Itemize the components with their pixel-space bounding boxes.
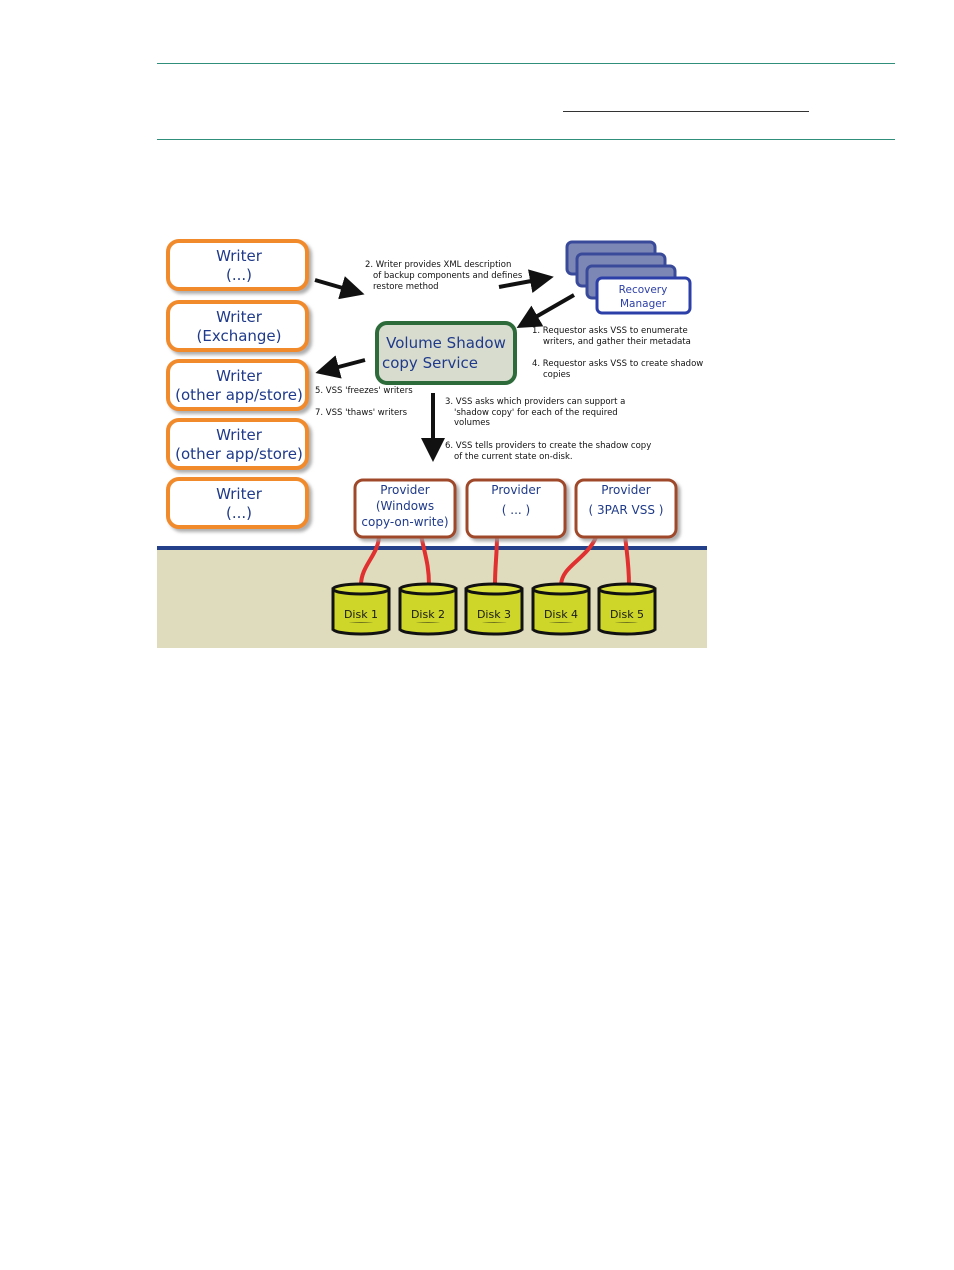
disk-5: [597, 582, 657, 636]
provider-1-line1: Provider: [380, 483, 429, 497]
step7-note: 7. VSS 'thaws' writers: [315, 408, 408, 418]
provider-1-line2: (Windows: [376, 499, 434, 513]
provider-3-line2: ( 3PAR VSS ): [589, 503, 664, 517]
recovery-manager-box: [595, 276, 692, 315]
writer-5: [166, 477, 309, 529]
step2-note-line1: 2. Writer provides XML description: [365, 260, 511, 270]
provider-3: [574, 478, 678, 539]
writer-2-title: Writer: [216, 308, 263, 326]
cable-provider2-disk3: [493, 534, 499, 586]
disk-4: [531, 582, 591, 636]
disk-1: [331, 582, 391, 636]
writer-5-title: Writer: [216, 485, 263, 503]
provider-3-line1: Provider: [601, 483, 650, 497]
provider-2-line1: Provider: [491, 483, 540, 497]
arrow-writer-to-manager-a: [314, 276, 365, 300]
step4-note-line2: copies: [543, 370, 571, 380]
writer-4-subtitle: (other app/store): [175, 445, 303, 463]
vss-title-line2: copy Service: [382, 354, 478, 372]
step2-note-line3: restore method: [373, 282, 439, 292]
arrow-writer-to-manager-b: [498, 269, 554, 293]
step1-note-line1: 1. Requestor asks VSS to enumerate: [532, 326, 688, 336]
header-link-underline: [563, 111, 809, 112]
vss-box: [375, 321, 517, 385]
writer-2-subtitle: (Exchange): [197, 327, 282, 345]
storage-divider: [157, 546, 707, 550]
step3-note-line1: 3. VSS asks which providers can support …: [445, 397, 625, 407]
disk-3-label: Disk 3: [477, 608, 511, 621]
writer-1: [166, 239, 309, 291]
writer-3-title: Writer: [216, 367, 263, 385]
step6-note-line1: 6. VSS tells providers to create the sha…: [445, 441, 651, 451]
disk-5-label: Disk 5: [610, 608, 644, 621]
recovery-manager-line2: Manager: [620, 298, 667, 310]
provider-2: [465, 478, 567, 539]
writer-5-subtitle: (...): [226, 504, 252, 522]
step6-note-line2: of the current state on-disk.: [454, 452, 573, 462]
disk-2-label: Disk 2: [411, 608, 445, 621]
provider-1-line3: copy-on-write): [361, 515, 448, 529]
writer-3-subtitle: (other app/store): [175, 386, 303, 404]
cable-provider3-disk5: [623, 534, 631, 586]
step4-note-line1: 4. Requestor asks VSS to create shadow: [532, 359, 703, 369]
step5-note: 5. VSS 'freezes' writers: [315, 386, 413, 396]
vss-architecture-diagram: Writer (...) Writer (Exchange) Writer (o…: [157, 239, 707, 648]
header-rule-bottom: [157, 139, 895, 140]
provider-1: [353, 478, 457, 539]
provider-2-line2: ( ... ): [502, 503, 530, 517]
arrow-vss-to-writers: [315, 355, 366, 379]
step3-note-line2: 'shadow copy' for each of the required: [454, 408, 618, 418]
writer-1-title: Writer: [216, 247, 263, 265]
writer-1-subtitle: (...): [226, 266, 252, 284]
header-rule-top: [157, 63, 895, 64]
recovery-manager-line1: Recovery: [619, 284, 668, 296]
arrow-manager-to-vss: [516, 293, 575, 328]
writer-3: [166, 359, 309, 411]
step3-note-line3: volumes: [454, 418, 490, 428]
disk-3: [464, 582, 524, 636]
writer-4: [166, 418, 309, 470]
vss-title-line1: Volume Shadow: [386, 334, 506, 352]
cable-provider3-disk4: [559, 534, 599, 586]
writer-4-title: Writer: [216, 426, 263, 444]
step1-note-line2: writers, and gather their metadata: [543, 337, 691, 347]
disk-1-label: Disk 1: [344, 608, 378, 621]
cable-provider1-disk2: [419, 534, 431, 586]
writer-2: [166, 300, 309, 352]
cable-provider1-disk1: [359, 534, 381, 586]
disk-4-label: Disk 4: [544, 608, 578, 621]
disk-2: [398, 582, 458, 636]
step2-note-line2: of backup components and defines: [373, 271, 523, 281]
